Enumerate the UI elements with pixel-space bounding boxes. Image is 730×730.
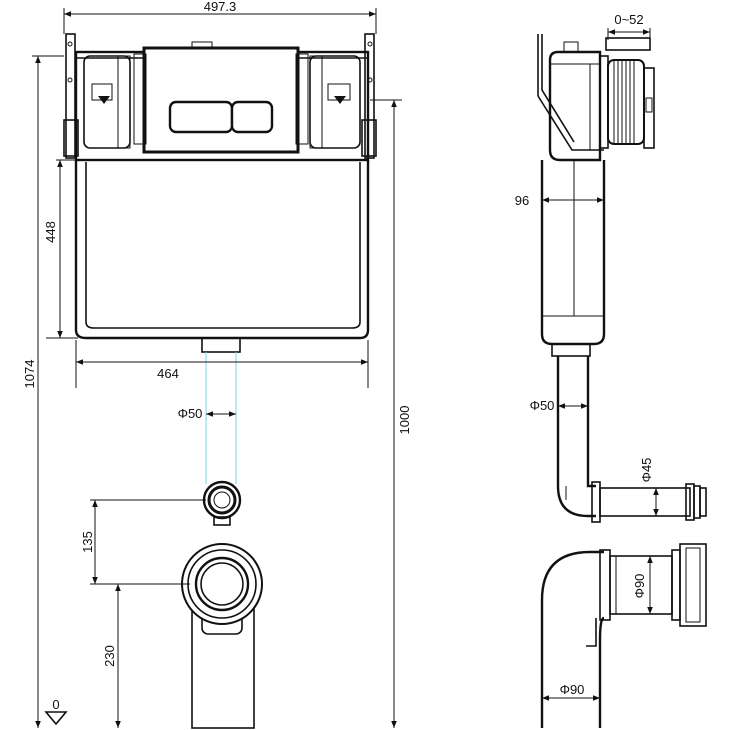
triangle-marker-icon: [98, 96, 110, 104]
dimension-overall-width: 497.3: [63, 0, 377, 34]
pipe-connector-large: [181, 543, 263, 729]
dim-text-phi50: Φ50: [178, 406, 203, 421]
dimension-side-pipe-diameter: Φ50: [530, 398, 588, 413]
side-cistern-lower: [540, 160, 606, 357]
cistern-body: [74, 160, 370, 353]
dim-text-497: 497.3: [204, 0, 237, 14]
pipe-connector-small: [202, 480, 242, 526]
side-compartment-right: [309, 55, 361, 149]
flush-button-right: [230, 100, 274, 134]
dim-text-96: 96: [515, 193, 529, 208]
side-view: 0~52 96 Φ50: [515, 12, 707, 728]
dim-text-448: 448: [43, 221, 58, 243]
dimension-overall-height: 1074: [22, 55, 64, 728]
dim-text-135: 135: [80, 531, 95, 553]
dimension-outlet-diameter: Φ45: [639, 458, 659, 516]
pipe-guide-lines: [205, 352, 237, 484]
dimension-frame-width: 464: [75, 340, 369, 388]
dim-text-1074: 1074: [22, 360, 37, 389]
dimension-flush-height: 1000: [370, 99, 412, 728]
front-view: 497.3 464 448 1074 1000: [22, 0, 412, 729]
side-compartment-left: [83, 55, 131, 149]
side-cistern-upper: [537, 34, 655, 162]
level-triangle-icon: [44, 711, 68, 726]
dim-text-1000: 1000: [397, 406, 412, 435]
dim-text-adjust: 0~52: [614, 12, 643, 27]
dim-text-464: 464: [157, 366, 179, 381]
dimension-cistern-height: 448: [43, 159, 78, 339]
dimension-offset-135: 135: [80, 499, 206, 585]
flush-button-left: [168, 100, 234, 134]
dimension-depth: 96: [515, 193, 604, 208]
dimension-offset-230: 230: [102, 584, 121, 728]
dim-text-phi45: Φ45: [639, 458, 654, 483]
dim-text-phi90-vertical: Φ90: [632, 574, 647, 599]
dimension-bend-outlet-diameter: Φ90: [542, 682, 600, 701]
triangle-marker-icon: [334, 96, 346, 104]
floor-level-marker: 0: [44, 697, 68, 726]
dim-text-zero: 0: [52, 697, 59, 712]
dim-text-230: 230: [102, 645, 117, 667]
side-pipe-bend-lower: [540, 543, 707, 728]
dimension-adjust-range: 0~52: [607, 12, 651, 40]
flush-plate: [133, 41, 309, 154]
dimension-bend-diameter: Φ90: [632, 556, 653, 614]
dimension-pipe-diameter: Φ50: [178, 406, 236, 421]
dim-text-phi90-horizontal: Φ90: [560, 682, 585, 697]
side-pipe-bend-upper: [556, 356, 707, 523]
dim-text-side-phi50: Φ50: [530, 398, 555, 413]
